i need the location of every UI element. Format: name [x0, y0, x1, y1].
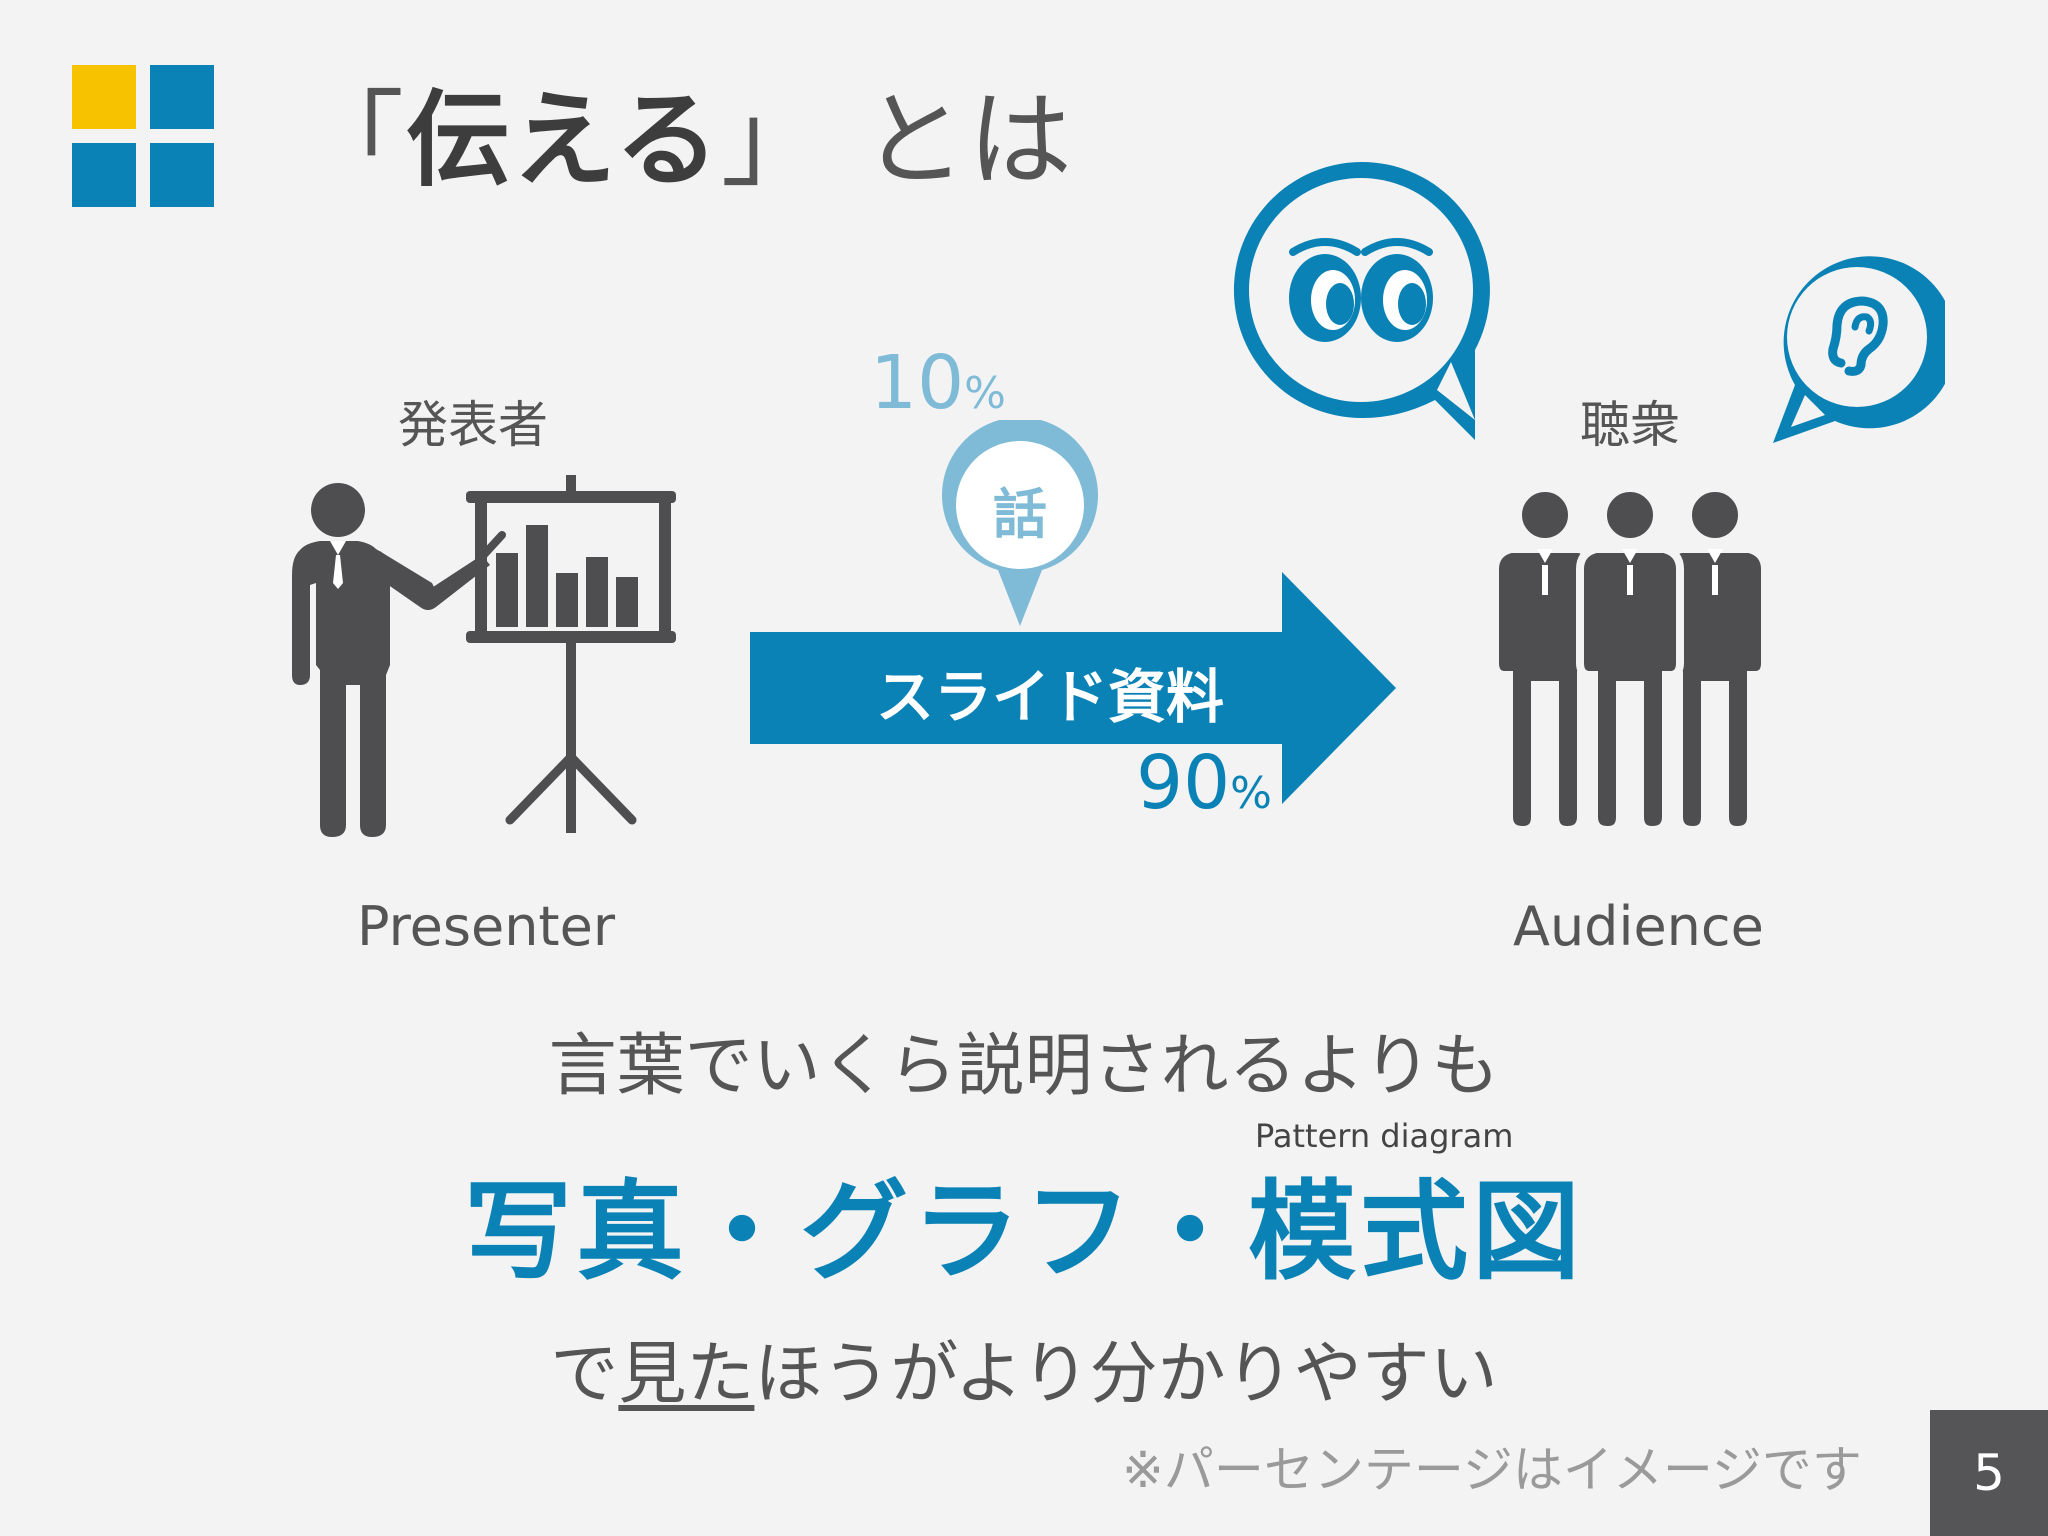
page-number: 5 [1930, 1410, 2048, 1536]
footnote: ※パーセンテージはイメージです [1122, 1441, 1862, 1499]
speech-percent-value: 10 [870, 340, 965, 426]
presenter-label-en: Presenter [357, 895, 616, 958]
title-keyword: 伝える [406, 79, 721, 201]
speech-percent: 10% [870, 340, 1006, 426]
title-suffix: とは [861, 79, 1074, 201]
speech-percent-sign: % [964, 368, 1006, 419]
audience-icon [1480, 485, 1780, 830]
eyes-bubble-icon [1233, 162, 1490, 440]
line3-suffix: ほうがより分かりやすい [754, 1335, 1498, 1414]
arrow-icon [750, 572, 1396, 804]
message-line3: で見たほうがより分かりやすい [0, 1318, 2048, 1417]
presenter-icon [292, 475, 676, 837]
logo-squares-icon [72, 65, 218, 211]
message-line2: 写真・グラフ・模式図 [463, 1170, 1584, 1295]
line3-underlined: 見た [618, 1335, 755, 1414]
line3-prefix: で [550, 1335, 619, 1414]
audience-label-jp: 聴衆 [1580, 396, 1680, 454]
slides-label: スライド資料 [875, 663, 1224, 731]
speech-pin-icon [942, 420, 1098, 626]
slides-percent-sign: % [1230, 768, 1272, 819]
title-close-bracket: 」 [720, 79, 827, 201]
speech-word: 話 [993, 483, 1047, 546]
title-open-bracket: 「 [300, 79, 407, 201]
pattern-diagram-note: Pattern diagram [1255, 1117, 1514, 1155]
message-line1: 言葉でいくら説明されるよりも [548, 1027, 1500, 1106]
slides-percent-value: 90 [1136, 740, 1231, 826]
page-title: 「伝える」 とは [300, 70, 1074, 210]
slides-percent: 90% [1136, 740, 1272, 826]
audience-label-en: Audience [1513, 895, 1764, 958]
presenter-label-jp: 発表者 [398, 396, 548, 454]
ear-bubble-icon [1773, 256, 1945, 443]
